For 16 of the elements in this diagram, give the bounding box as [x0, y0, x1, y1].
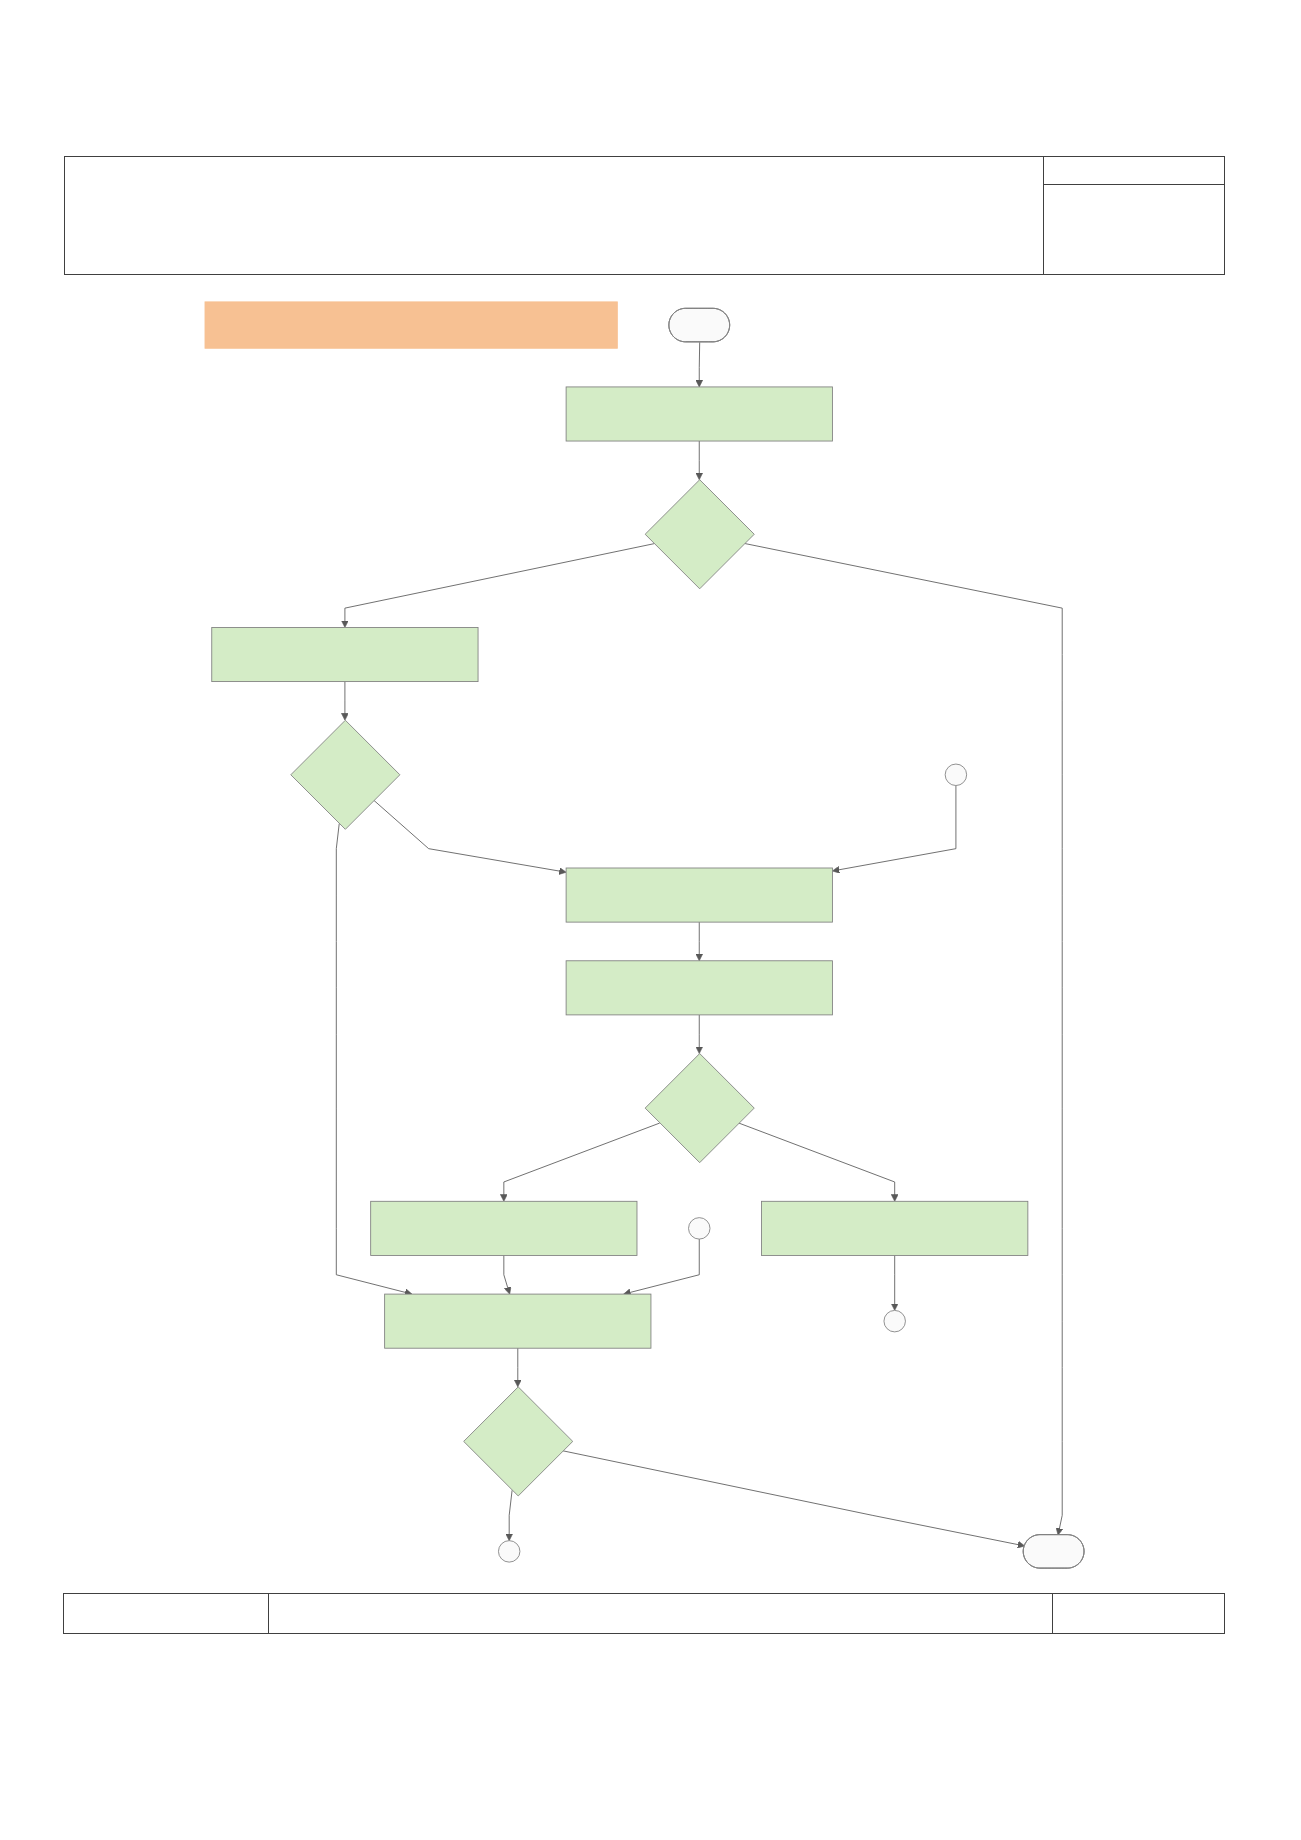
- node-box: [211, 627, 479, 682]
- node-circle: [688, 1217, 711, 1240]
- node-diamond: [290, 719, 401, 830]
- node-diamond: [644, 1053, 755, 1164]
- node-bar: [204, 301, 618, 349]
- node-box: [761, 1200, 1029, 1256]
- node-circle: [883, 1310, 906, 1333]
- node-box: [565, 386, 833, 442]
- node-box: [565, 960, 833, 1016]
- node-diamond: [644, 479, 755, 590]
- node-circle: [498, 1540, 521, 1563]
- node-diamond: [463, 1386, 574, 1497]
- node-box: [384, 1293, 652, 1349]
- node-circle: [944, 763, 968, 786]
- node-box: [370, 1200, 638, 1256]
- node-box: [565, 867, 833, 923]
